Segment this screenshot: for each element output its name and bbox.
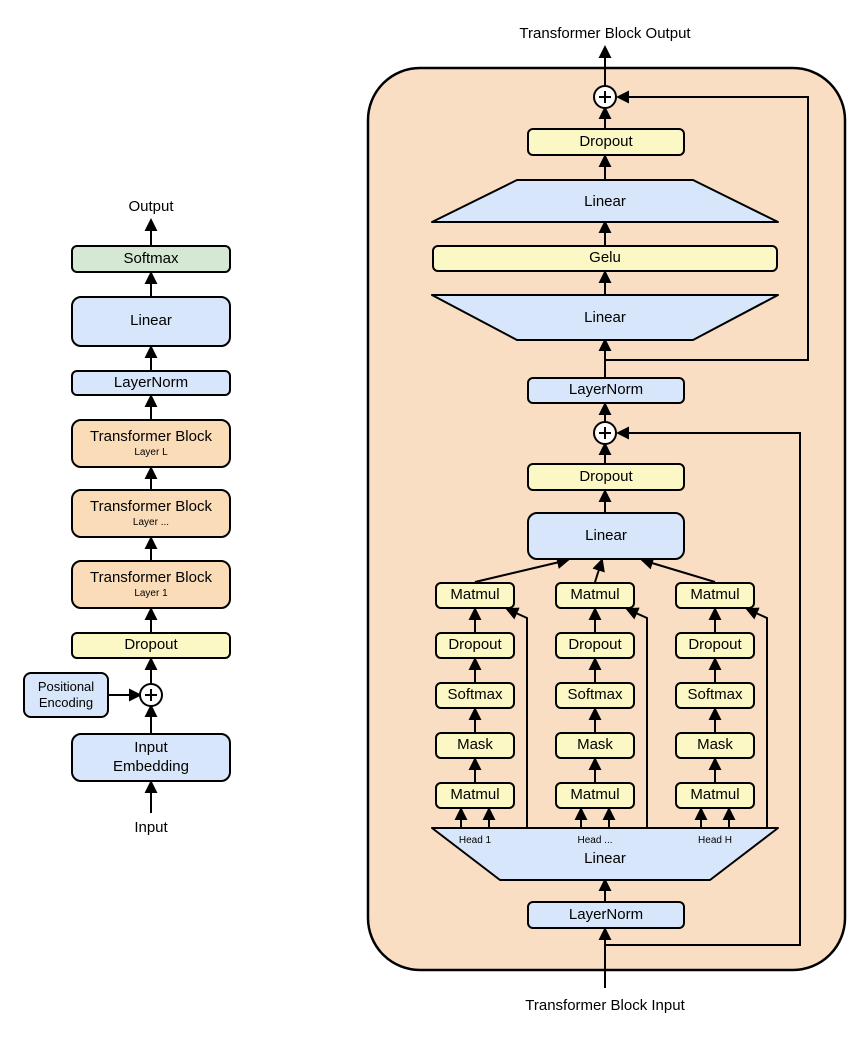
head1-matmul-bottom-box: Matmul <box>435 782 515 809</box>
head2-matmul-top-box: Matmul <box>555 582 635 609</box>
block-subtitle: Layer ... <box>132 516 170 528</box>
head1-softmax-box: Softmax <box>435 682 515 709</box>
right-flow-arrows <box>454 45 809 988</box>
attn-layernorm-box: LayerNorm <box>527 901 685 929</box>
transformer-block-input-label: Transformer Block Input <box>525 996 685 1014</box>
head3-matmul-top-box: Matmul <box>675 582 755 609</box>
mlp-linear-in-label: Linear <box>584 308 626 326</box>
arrow-head1-to-linearproj <box>474 556 570 583</box>
head3-dropout-box: Dropout <box>675 632 755 659</box>
qkv-linear-label: Linear <box>584 849 626 867</box>
head2-arrows <box>574 607 648 828</box>
head2-softmax-box: Softmax <box>555 682 635 709</box>
head3-softmax-box: Softmax <box>675 682 755 709</box>
head3-mask-box: Mask <box>675 732 755 759</box>
transformer-block-output-label: Transformer Block Output <box>519 24 691 42</box>
attn-dropout-box: Dropout <box>527 463 685 491</box>
head1-arrows <box>454 607 528 828</box>
input-embedding-box: Input Embedding <box>71 733 231 782</box>
head2-label: Head ... <box>577 834 613 846</box>
block-subtitle: Layer 1 <box>134 587 168 599</box>
add-icons <box>139 85 617 707</box>
linear-box: Linear <box>71 296 231 347</box>
output-label: Output <box>128 197 174 215</box>
head2-dropout-box: Dropout <box>555 632 635 659</box>
head1-mask-box: Mask <box>435 732 515 759</box>
mlp-linear-out-label: Linear <box>584 192 626 210</box>
attn-output-linear-box: Linear <box>527 512 685 560</box>
transformer-block-layer-mid: Transformer Block Layer ... <box>71 489 231 538</box>
block-subtitle: Layer L <box>134 446 168 458</box>
add-icon-top <box>593 85 617 109</box>
value-bypass-head3 <box>745 607 768 828</box>
transformer-block-layer-l: Transformer Block Layer L <box>71 419 231 468</box>
add-icon-left <box>139 683 163 707</box>
layernorm-box: LayerNorm <box>71 370 231 396</box>
head1-dropout-box: Dropout <box>435 632 515 659</box>
mlp-linear-contract-trapezoid <box>431 179 779 223</box>
left-flow-arrows <box>109 218 158 813</box>
gelu-box: Gelu <box>432 245 778 272</box>
head3-label: Head H <box>698 834 732 846</box>
block-title: Transformer Block <box>90 498 212 516</box>
transformer-block-layer-1: Transformer Block Layer 1 <box>71 560 231 609</box>
add-icon-mid <box>593 421 617 445</box>
mlp-linear-expand-trapezoid <box>431 294 779 341</box>
qkv-linear-trapezoid <box>431 827 779 881</box>
head1-matmul-top-box: Matmul <box>435 582 515 609</box>
head3-arrows <box>694 607 768 828</box>
head1-label: Head 1 <box>458 834 492 846</box>
trapezoids <box>431 179 779 881</box>
block-title: Transformer Block <box>90 569 212 587</box>
arrow-head3-to-linearproj <box>640 556 716 583</box>
value-bypass-head1 <box>505 607 528 828</box>
block-title: Transformer Block <box>90 428 212 446</box>
softmax-box: Softmax <box>71 245 231 273</box>
residual-connection-attention <box>605 426 801 946</box>
input-label: Input <box>134 818 168 836</box>
residual-connection-mlp <box>605 90 809 361</box>
head2-matmul-bottom-box: Matmul <box>555 782 635 809</box>
value-bypass-head2 <box>625 607 648 828</box>
dropout-box: Dropout <box>71 632 231 659</box>
head3-matmul-bottom-box: Matmul <box>675 782 755 809</box>
positional-encoding-box: Positional Encoding <box>23 672 109 718</box>
head2-mask-box: Mask <box>555 732 635 759</box>
mlp-layernorm-box: LayerNorm <box>527 377 685 404</box>
mlp-dropout-box: Dropout <box>527 128 685 156</box>
arrow-head2-to-linearproj <box>592 558 605 583</box>
